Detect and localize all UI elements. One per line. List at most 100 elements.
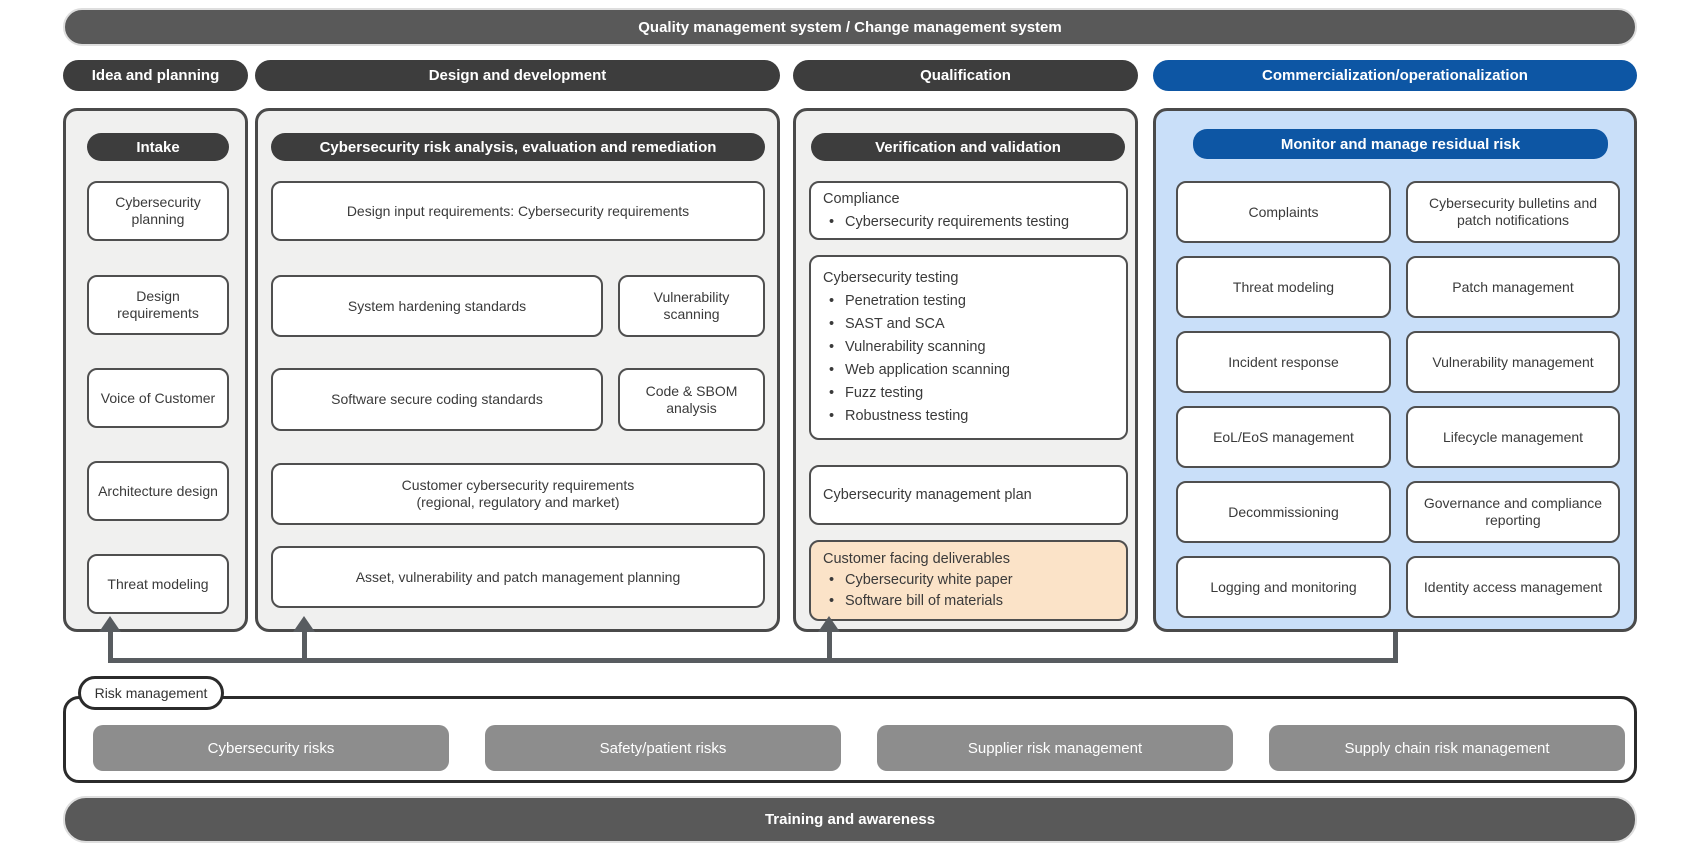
arrow-stem-intake — [108, 630, 113, 663]
box-label: Supplier risk management — [967, 739, 1143, 757]
up-arrow-icon — [99, 616, 121, 632]
box-label: Decommissioning — [1228, 503, 1339, 520]
box-label: Safety/patient risks — [599, 739, 727, 757]
risk-management-label: Risk management — [94, 685, 208, 701]
bullet-item: Web application scanning — [823, 359, 1010, 382]
phase-idea-and-planning: Idea and planning — [63, 60, 248, 91]
risk-box-supply-chain-risk: Supply chain risk management — [1269, 725, 1625, 771]
design-panel: Cybersecurity risk analysis, evaluation … — [255, 108, 780, 632]
design-box-asset-management: Asset, vulnerability and patch managemen… — [271, 546, 765, 608]
box-label: System hardening standards — [347, 297, 527, 314]
comm-box-logging-monitoring: Logging and monitoring — [1176, 556, 1391, 618]
bullet-item: Software bill of materials — [823, 591, 1013, 612]
box-label: Complaints — [1248, 203, 1319, 220]
phase-label: Design and development — [428, 67, 607, 84]
box-label: Code & SBOM analysis — [645, 382, 738, 416]
box-label: Threat modeling — [107, 575, 209, 592]
bullet-item: Fuzz testing — [823, 382, 1010, 405]
risk-management-box: Cybersecurity risks Safety/patient risks… — [63, 696, 1637, 783]
phase-commercialization: Commercialization/operationalization — [1153, 60, 1637, 91]
training-awareness-bar: Training and awareness — [63, 796, 1637, 843]
phase-label: Idea and planning — [91, 67, 220, 84]
box-label: Asset, vulnerability and patch managemen… — [355, 568, 681, 585]
risk-box-cybersecurity-risks: Cybersecurity risks — [93, 725, 449, 771]
risk-management-pill: Risk management — [78, 676, 224, 710]
box-label: Cybersecurity planning — [115, 194, 201, 227]
up-arrow-icon — [818, 616, 840, 632]
comm-box-complaints: Complaints — [1176, 181, 1391, 243]
box-label: Logging and monitoring — [1210, 578, 1357, 595]
bullet-item: Cybersecurity white paper — [823, 570, 1013, 591]
comm-box-threat-modeling: Threat modeling — [1176, 256, 1391, 318]
box-label: Cybersecurity bulletins and patch notifi… — [1428, 195, 1598, 228]
bullet-list: Cybersecurity white paper Software bill … — [823, 570, 1013, 612]
qual-box-cybersecurity-testing: Cybersecurity testing Penetration testin… — [809, 255, 1128, 440]
intake-box-voice-of-customer: Voice of Customer — [87, 368, 229, 428]
box-label: EoL/EoS management — [1213, 428, 1354, 445]
design-box-customer-requirements: Customer cybersecurity requirements (reg… — [271, 463, 765, 525]
box-title: Cybersecurity testing — [823, 270, 959, 286]
box-label: Supply chain risk management — [1344, 739, 1550, 757]
arrow-stem-qualification — [827, 630, 832, 663]
intake-box-architecture-design: Architecture design — [87, 461, 229, 521]
intake-box-threat-modeling: Threat modeling — [87, 554, 229, 614]
box-label: Cybersecurity management plan — [823, 486, 1032, 503]
box-title: Customer facing deliverables — [823, 551, 1010, 567]
box-label-line2: (regional, regulatory and market) — [416, 494, 620, 510]
qms-change-management-bar: Quality management system / Change manag… — [63, 8, 1637, 46]
comm-box-vulnerability-management: Vulnerability management — [1406, 331, 1620, 393]
comm-box-governance-reporting: Governance and compliance reporting — [1406, 481, 1620, 543]
qual-box-compliance: Compliance Cybersecurity requirements te… — [809, 181, 1128, 240]
bullet-item: SAST and SCA — [823, 313, 1010, 336]
box-label-line1: Customer cybersecurity requirements — [401, 477, 635, 493]
intake-box-cybersecurity-planning: Cybersecurity planning — [87, 181, 229, 241]
qms-change-management-label: Quality management system / Change manag… — [638, 18, 1062, 36]
bullet-list: Cybersecurity requirements testing — [823, 211, 1069, 234]
verification-header-label: Verification and validation — [875, 138, 1061, 156]
phase-label: Qualification — [920, 67, 1011, 84]
intake-box-design-requirements: Design requirements — [87, 275, 229, 335]
box-label: Cybersecurity risks — [207, 739, 335, 757]
box-label: Vulnerability scanning — [653, 289, 730, 322]
design-box-design-input: Design input requirements: Cybersecurity… — [271, 181, 765, 241]
box-title: Compliance — [823, 190, 900, 207]
verification-header-pill: Verification and validation — [811, 133, 1125, 161]
feedback-line-vertical — [1393, 632, 1398, 663]
bullet-item: Robustness testing — [823, 405, 1010, 428]
box-label: Identity access management — [1423, 578, 1603, 595]
design-box-code-sbom: Code & SBOM analysis — [618, 368, 765, 431]
box-label: Software secure coding standards — [331, 391, 543, 407]
design-header-pill: Cybersecurity risk analysis, evaluation … — [271, 133, 765, 161]
bullet-item: Cybersecurity requirements testing — [823, 211, 1069, 234]
comm-box-bulletins: Cybersecurity bulletins and patch notifi… — [1406, 181, 1620, 243]
arrow-stem-design — [302, 630, 307, 663]
risk-box-safety-patient-risks: Safety/patient risks — [485, 725, 841, 771]
comm-box-eol-eos-management: EoL/EoS management — [1176, 406, 1391, 468]
comm-box-lifecycle-management: Lifecycle management — [1406, 406, 1620, 468]
comm-box-decommissioning: Decommissioning — [1176, 481, 1391, 543]
box-label: Incident response — [1228, 353, 1339, 370]
phase-qualification: Qualification — [793, 60, 1138, 91]
intake-panel: Intake Cybersecurity planning Design req… — [63, 108, 248, 632]
comm-box-identity-access: Identity access management — [1406, 556, 1620, 618]
bullet-item: Vulnerability scanning — [823, 336, 1010, 359]
phase-design-and-development: Design and development — [255, 60, 780, 91]
commercialization-panel: Monitor and manage residual risk Complai… — [1153, 108, 1637, 632]
monitor-header-pill: Monitor and manage residual risk — [1193, 129, 1608, 159]
design-header-label: Cybersecurity risk analysis, evaluation … — [319, 138, 717, 156]
box-label: Design requirements — [117, 288, 199, 321]
box-label: Vulnerability management — [1432, 353, 1594, 370]
feedback-line-horizontal — [108, 658, 1398, 663]
qual-box-management-plan: Cybersecurity management plan — [809, 465, 1128, 525]
bullet-item: Penetration testing — [823, 290, 1010, 313]
phase-label: Commercialization/operationalization — [1262, 67, 1528, 84]
qual-box-customer-deliverables: Customer facing deliverables Cybersecuri… — [809, 540, 1128, 621]
bullet-list: Penetration testing SAST and SCA Vulnera… — [823, 290, 1010, 428]
up-arrow-icon — [293, 616, 315, 632]
box-label: Governance and compliance reporting — [1423, 495, 1603, 528]
box-label: Design input requirements: Cybersecurity… — [346, 202, 690, 219]
qualification-panel: Verification and validation Compliance C… — [793, 108, 1138, 632]
design-box-vulnerability-scanning: Vulnerability scanning — [618, 275, 765, 337]
training-awareness-label: Training and awareness — [764, 811, 936, 828]
